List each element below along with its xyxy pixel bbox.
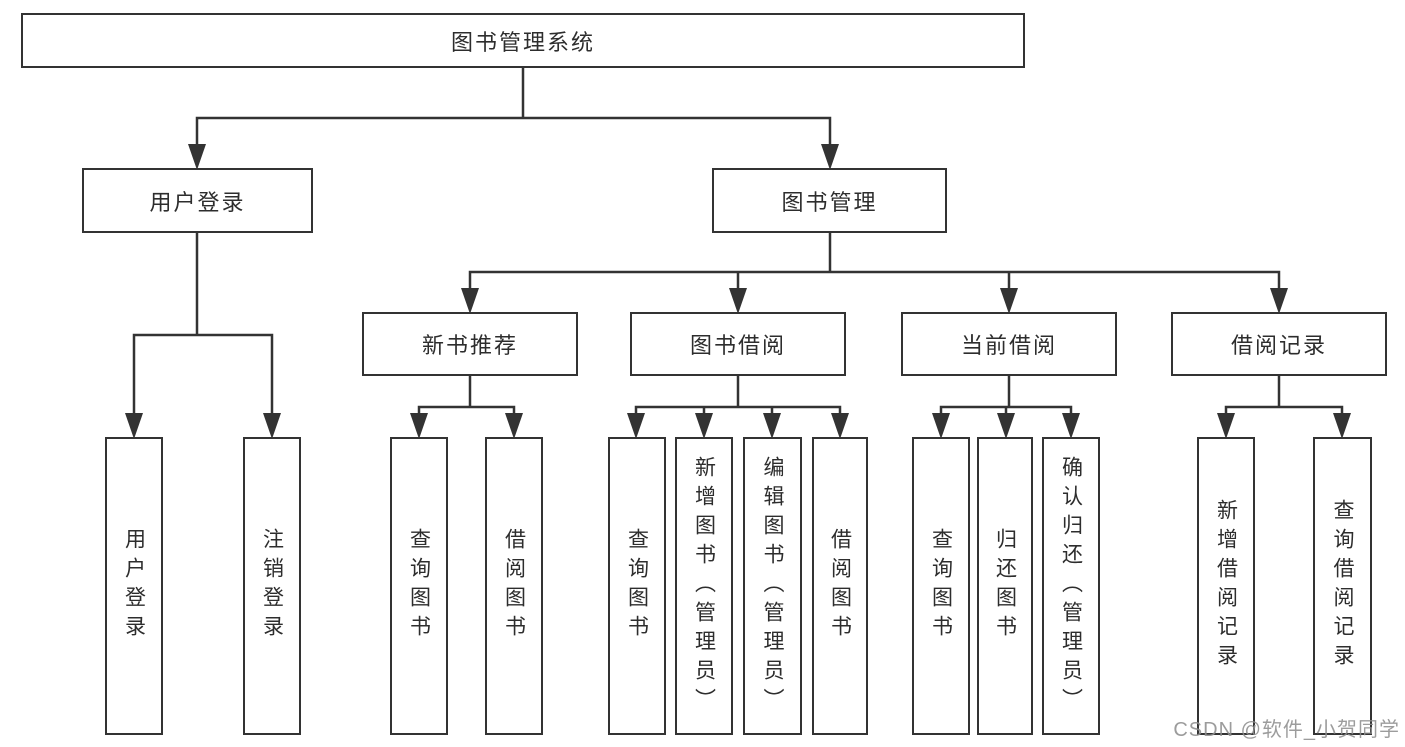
arrowhead-icon bbox=[461, 288, 479, 314]
arrowhead-icon bbox=[125, 413, 143, 439]
leaf-edit-books-admin: 编辑图书（管理员） bbox=[743, 437, 802, 735]
arrowhead-icon bbox=[932, 413, 950, 439]
leaf-query-books-recommend: 查询图书 bbox=[390, 437, 448, 735]
leaf-borrow-books-recommend: 借阅图书 bbox=[485, 437, 543, 735]
arrowhead-icon bbox=[1000, 288, 1018, 314]
node-new-book-recommend: 新书推荐 bbox=[362, 312, 578, 376]
connector-new-book-recommend-children bbox=[410, 374, 523, 439]
arrowhead-icon bbox=[997, 413, 1015, 439]
leaf-borrow-books-borrowing: 借阅图书 bbox=[812, 437, 868, 735]
connector-current-borrowing-children bbox=[932, 374, 1080, 439]
arrowhead-icon bbox=[1270, 288, 1288, 314]
arrowhead-icon bbox=[410, 413, 428, 439]
watermark: CSDN @软件_小贺同学 bbox=[1173, 719, 1400, 741]
leaf-query-borrow-record: 查询借阅记录 bbox=[1313, 437, 1372, 735]
arrowhead-icon bbox=[188, 144, 206, 170]
arrowhead-icon bbox=[695, 413, 713, 439]
leaf-confirm-return-admin: 确认归还（管理员） bbox=[1042, 437, 1100, 735]
arrowhead-icon bbox=[1062, 413, 1080, 439]
arrowhead-icon bbox=[831, 413, 849, 439]
node-book-management: 图书管理 bbox=[712, 168, 947, 233]
arrowhead-icon bbox=[1217, 413, 1235, 439]
arrowhead-icon bbox=[505, 413, 523, 439]
connector-book-management-children bbox=[461, 231, 1288, 314]
arrowhead-icon bbox=[821, 144, 839, 170]
node-current-borrowing: 当前借阅 bbox=[901, 312, 1117, 376]
arrowhead-icon bbox=[627, 413, 645, 439]
connector-root-to-level2 bbox=[188, 66, 839, 170]
leaf-query-books-borrowing: 查询图书 bbox=[608, 437, 666, 735]
connector-borrowing-records-children bbox=[1217, 374, 1351, 439]
leaf-add-books-admin: 新增图书（管理员） bbox=[675, 437, 733, 735]
leaf-user-login: 用户登录 bbox=[105, 437, 163, 735]
node-borrowing-records: 借阅记录 bbox=[1171, 312, 1387, 376]
connector-book-borrowing-children bbox=[627, 374, 849, 439]
leaf-logout-login: 注销登录 bbox=[243, 437, 301, 735]
arrowhead-icon bbox=[263, 413, 281, 439]
leaf-return-books: 归还图书 bbox=[977, 437, 1033, 735]
node-library-system: 图书管理系统 bbox=[21, 13, 1025, 68]
arrowhead-icon bbox=[763, 413, 781, 439]
connector-user-login-children bbox=[125, 231, 281, 439]
arrowhead-icon bbox=[729, 288, 747, 314]
node-book-borrowing: 图书借阅 bbox=[630, 312, 846, 376]
leaf-query-books-current: 查询图书 bbox=[912, 437, 970, 735]
leaf-add-borrow-record: 新增借阅记录 bbox=[1197, 437, 1255, 735]
node-user-login: 用户登录 bbox=[82, 168, 313, 233]
arrowhead-icon bbox=[1333, 413, 1351, 439]
